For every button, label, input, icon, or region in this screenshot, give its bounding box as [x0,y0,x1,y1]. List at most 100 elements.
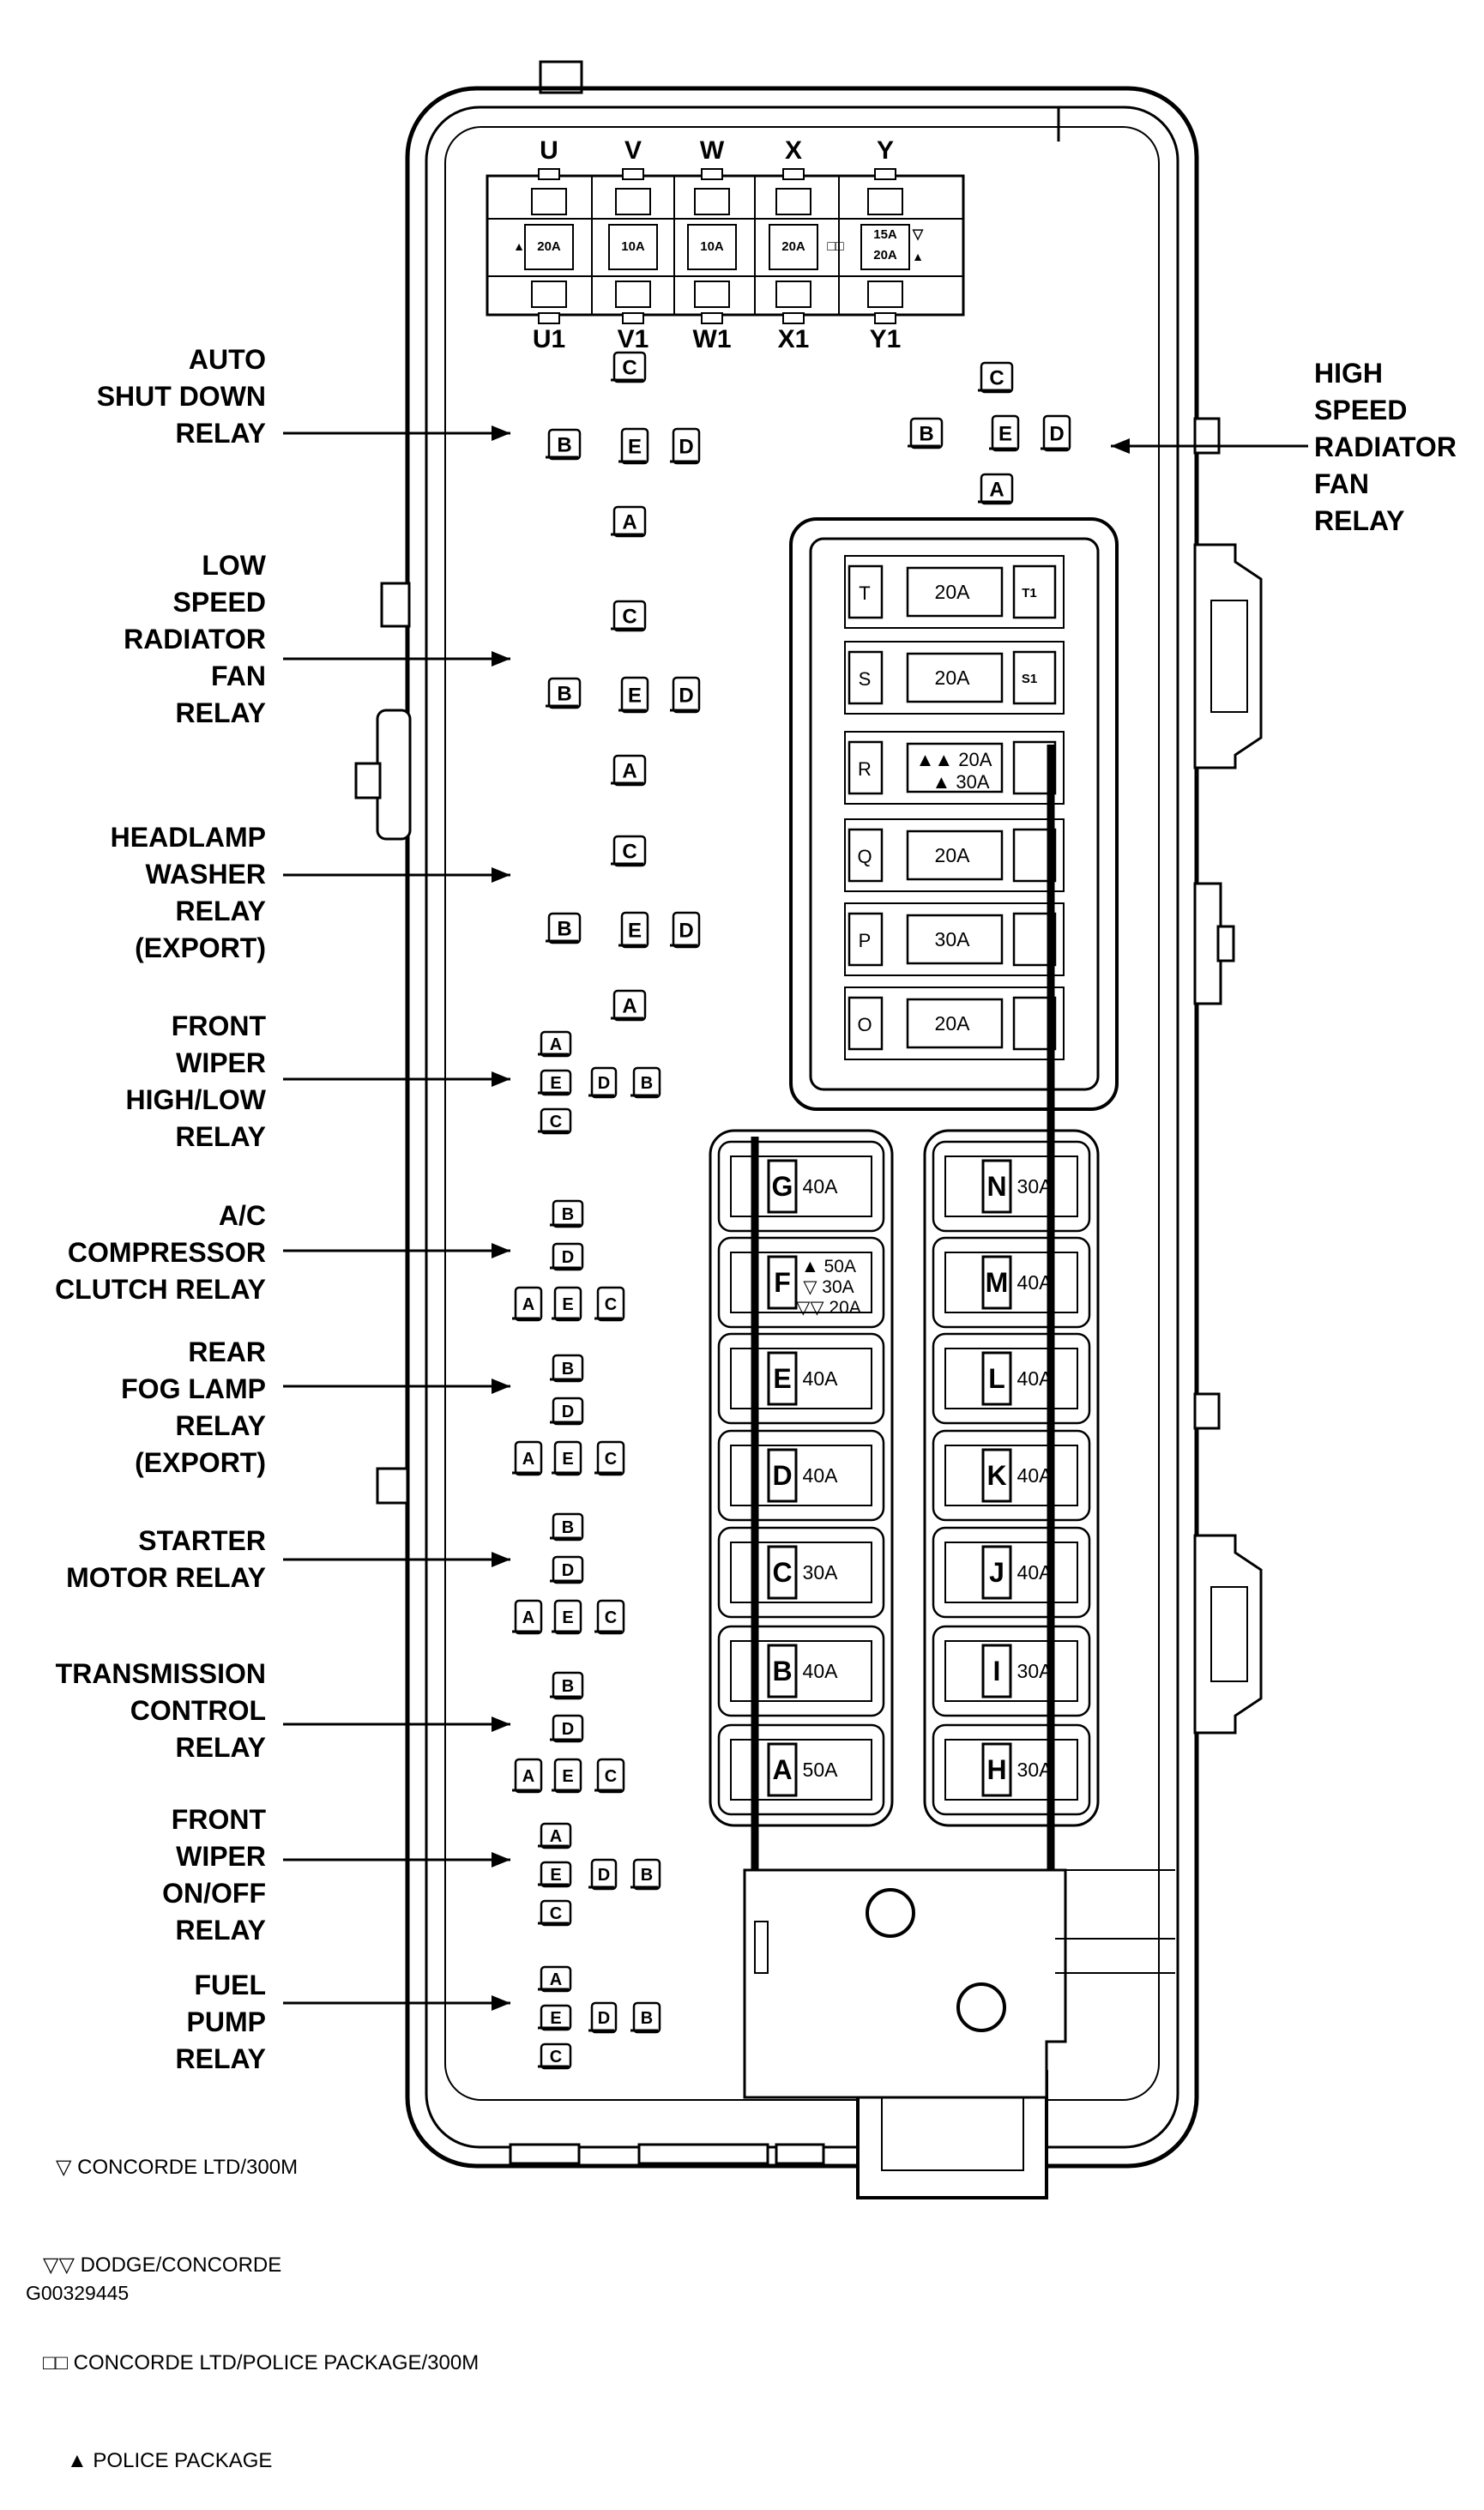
relay-pin: D [550,1397,584,1426]
relay-pin: C [594,1286,625,1322]
maxi-fuse-left-blade [767,1644,798,1698]
maxi-fuse-left-body [730,1252,872,1313]
maxi-fuse-right-letter: I [993,1656,1001,1686]
police-marker: ▲ [513,239,525,253]
relay-pin: A [512,1286,543,1322]
maxi-fuse-left-blade [767,1448,798,1503]
maxi-fuse-left-rating: 40A [803,1464,839,1487]
pin-socket [552,1242,584,1271]
maxi-fuse-left-body [730,1445,872,1506]
pin-socket [590,1858,618,1891]
maxi-fuse-right-rating: 30A [1017,1759,1053,1781]
pin-socket [552,1714,584,1743]
bank-bottom-label: U1 [533,325,565,353]
relay-pin: B [546,428,582,461]
maxi-fuse-right-rating: 40A [1017,1271,1053,1294]
bank-socket-upper [867,188,903,215]
maxi-fuse-right-blade [981,1545,1012,1600]
relay-pin: A [611,754,647,787]
maxi-fuse-right-rating: 40A [1017,1464,1053,1487]
mini-fuse-cell [844,641,1065,715]
pin-letter: C [605,1295,617,1314]
bottom-tab [509,2143,581,2165]
mini-fuse-terminal [848,912,884,967]
maxi-fuse-right-rating: 40A [1017,1367,1053,1390]
bank-socket-lower [531,281,567,308]
mini-fuse-sub-label: T1 [1022,586,1037,600]
maxi-fuse-left-letter: F [774,1267,791,1298]
mini-fuse-body [906,914,1004,965]
maxi-fuse-left-body [730,1739,872,1801]
pin-letter: D [562,1561,574,1580]
relay-pin: D [670,427,701,465]
bank-bottom-label: V1 [618,325,649,353]
pin-socket [552,1671,584,1700]
pin-letter: A [622,760,636,783]
housing-liner [444,126,1160,2101]
pin-letter: D [598,2009,610,2028]
maxi-fuse-right-rating: 30A [1017,1660,1053,1682]
pin-letter: B [641,2009,653,2028]
relay-pin: A [512,1440,543,1476]
police-marker: ▲ [912,250,924,263]
mini-fuse-letter: O [857,1014,872,1035]
bank-terminal [622,312,644,324]
side-tab [1193,417,1221,455]
maxi-fuse-left-blade [767,1545,798,1600]
relay-pin: A [978,473,1014,505]
maxi-fuse-left-cell [717,1526,885,1619]
bank-terminal [701,168,723,180]
pin-letter: B [557,918,571,941]
mini-fuse-rating: 20A [935,581,971,603]
maxi-fuse-left-rating: 40A [803,1660,839,1682]
maxi-fuse-left-cell [717,1723,885,1816]
relay-pin: B [546,912,582,944]
pin-letter: B [562,1677,574,1696]
pin-socket [612,505,647,538]
arrow-head [492,1552,510,1567]
pin-letter: B [562,1518,574,1537]
arrow-head [492,1379,510,1394]
bank-bottom-label: X1 [778,325,810,353]
bank-fuse-rating: 10A [700,239,724,254]
pin-socket [552,1512,584,1542]
mini-fuse-block-inner [809,537,1100,1091]
maxi-fuse-left-rating: 30A [803,1561,839,1584]
relay-pin: B [630,1858,661,1891]
pin-letter: A [550,1970,562,1989]
relay-pin: D [550,1555,584,1584]
pin-socket [552,1555,584,1584]
maxi-fuse-left-rating: ▽ 30A [803,1277,854,1297]
pin-letter: D [598,1866,610,1885]
pin-socket [612,989,647,1022]
relay-pin: A [512,1599,543,1635]
relay-label-front-wiper-high-low: FRONT WIPER HIGH/LOW RELAY [125,1011,266,1152]
maxi-fuse-left-blade [767,1351,798,1406]
mini-fuse-letter: S [859,668,872,690]
relay-pin: B [550,1512,584,1542]
arrow-head [492,1995,510,2011]
side-connector [376,709,412,841]
pin-letter: C [605,1608,617,1627]
pin-letter: D [1049,423,1064,446]
relay-pin: B [546,677,582,709]
relay-pin: C [978,361,1014,394]
pin-socket [596,1286,625,1322]
relay-pin: C [594,1599,625,1635]
pin-letter: B [557,683,571,706]
bank-terminal [701,312,723,324]
relay-pin: D [670,676,701,714]
pin-socket [553,1440,582,1476]
relay-pin: C [611,835,647,867]
pin-socket [552,1354,584,1383]
maxi-fuse-left-letter: C [772,1557,792,1588]
maxi-fuse-right-letter: K [986,1460,1006,1491]
bank-socket [860,224,910,270]
relay-pin: E [538,1069,572,1096]
maxi-fuse-right-body [944,1252,1078,1313]
maxi-fuse-left-body [730,1348,872,1409]
pin-socket [553,1286,582,1322]
bank-socket-lower [615,281,651,308]
pin-letter: B [557,434,571,457]
pin-socket [620,427,649,465]
